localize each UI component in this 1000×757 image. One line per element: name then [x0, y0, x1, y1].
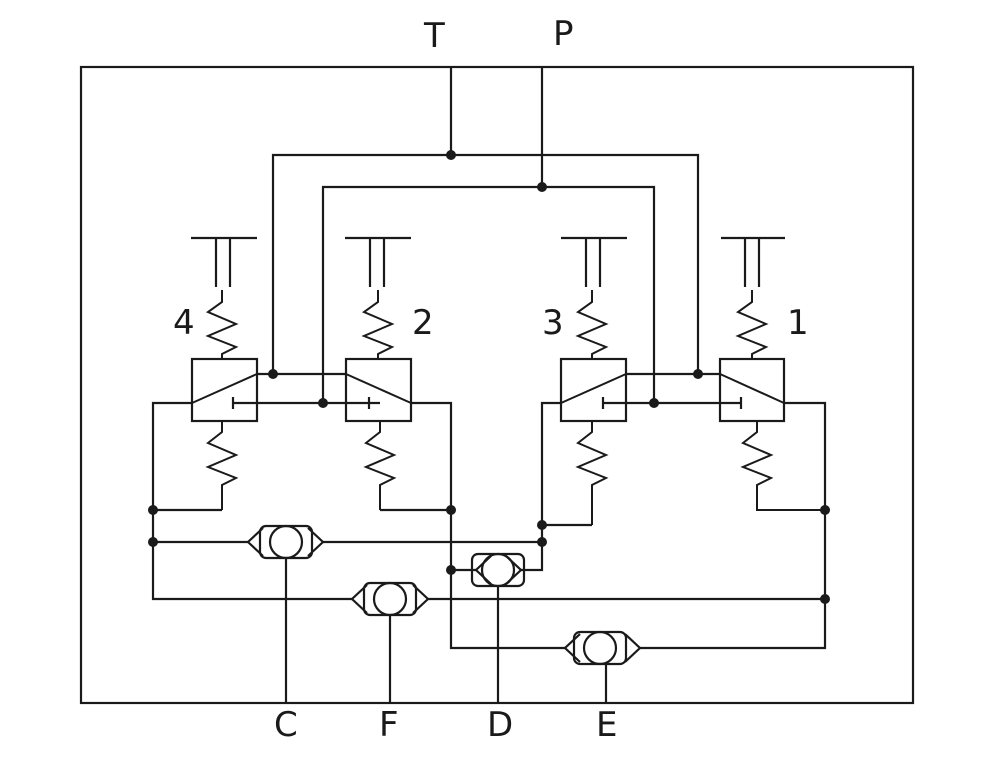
push-button-icon [345, 236, 411, 287]
valve-3 [559, 236, 628, 525]
spring-icon [735, 290, 769, 359]
valve-label-3: 3 [542, 303, 564, 343]
shuttle-valve-e [563, 630, 642, 666]
push-button-icon [721, 236, 785, 287]
tank-and-pressure-lines [271, 67, 700, 403]
valve-label-1: 1 [787, 303, 809, 343]
valve-body [718, 357, 786, 423]
spring-icon [363, 421, 397, 510]
valve-2 [344, 236, 413, 510]
valve-body [344, 357, 413, 423]
valve-label-4: 4 [173, 303, 195, 343]
spring-icon [740, 421, 825, 511]
junction-dots [148, 150, 830, 604]
shuttle-valve-d [470, 552, 526, 588]
spring-icon [205, 290, 239, 359]
port-label-e: E [596, 705, 617, 745]
valve-label-2: 2 [412, 303, 434, 343]
valve-body [190, 357, 259, 423]
port-label-d: D [487, 705, 513, 745]
spring-icon [575, 290, 609, 359]
port-label-c: C [274, 705, 298, 745]
shuttle-valve-f [350, 581, 430, 617]
port-label-t: T [423, 16, 445, 56]
spring-icon [575, 421, 609, 525]
shuttle-valve-c [246, 524, 325, 560]
valve-1 [718, 236, 825, 511]
port-label-f: F [379, 705, 399, 745]
push-button-icon [191, 236, 257, 287]
valve-body [559, 357, 628, 423]
push-button-icon [561, 236, 627, 287]
valve-4 [190, 236, 259, 510]
spring-icon [361, 290, 395, 359]
tank-port-connections [231, 372, 743, 409]
port-label-p: P [553, 14, 574, 54]
outlet-lines [284, 558, 608, 703]
work-lines [151, 401, 827, 650]
spring-icon [205, 421, 239, 510]
